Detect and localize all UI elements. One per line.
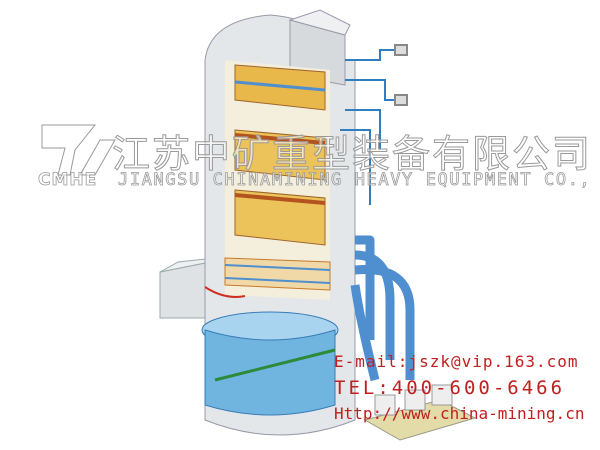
absorbent-sump <box>201 311 339 416</box>
contact-phone: TEL:400-600-6466 <box>334 377 566 399</box>
packing-layer-1 <box>234 64 326 111</box>
cmhe-logo-icon <box>41 124 116 176</box>
logo-text: CMHE <box>38 170 98 191</box>
circulation-pipes <box>350 235 415 382</box>
contact-email: E-mail:jszk@vip.163.com <box>334 352 579 371</box>
spray-grid <box>224 257 331 291</box>
contact-website: Http://www.china-mining.cn <box>334 404 585 423</box>
company-name-en: JIANGSU CHINAMINING HEAVY EQUIPMENT CO.,… <box>118 170 600 191</box>
tower-interior <box>204 60 331 300</box>
pump-platform <box>363 384 477 441</box>
packing-layer-3 <box>234 189 326 246</box>
top-pipes <box>340 44 408 205</box>
packing-layer-2 <box>234 129 326 181</box>
company-name-cn: 江苏中矿重型装备有限公司 <box>111 132 593 177</box>
